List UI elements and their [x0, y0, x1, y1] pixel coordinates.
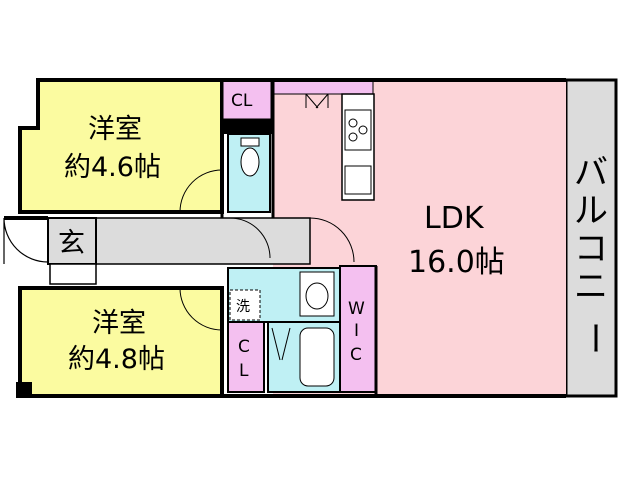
washing-machine-space: [229, 289, 261, 321]
western-room-2-area: [18, 286, 224, 398]
entrance-area: [47, 217, 97, 265]
door-swing: [179, 169, 223, 213]
entrance-step: [49, 263, 97, 285]
bath-door-icon: [271, 327, 291, 361]
door-swing: [179, 287, 223, 331]
door-swing: [309, 217, 355, 263]
wic-w: W: [348, 299, 365, 319]
corridor-area: [95, 217, 311, 265]
western-room-2-name: 洋室: [92, 308, 146, 339]
kitchen-top-strip: [272, 79, 374, 95]
toilet-bowl-icon: [240, 147, 260, 177]
bathtub-icon: [299, 327, 335, 387]
closet-top-label: CL: [231, 91, 253, 111]
western-room-1-size: 約4.6帖: [64, 152, 161, 183]
wic-i: I: [354, 321, 359, 341]
sink: [344, 165, 372, 195]
outer-wall: [20, 78, 566, 398]
closet-bottom-area: [227, 321, 265, 393]
western-room-1-name: 洋室: [88, 114, 142, 145]
toilet-tank-icon: [240, 137, 260, 147]
closet-top-wall: [222, 120, 272, 134]
front-door-swing: [3, 217, 49, 264]
balcony-char-1: バ: [574, 153, 608, 193]
washing-label: 洗: [236, 299, 250, 315]
balcony-char-3: コ: [574, 229, 608, 269]
western-room-1-area: [18, 78, 224, 214]
wic-c: C: [350, 345, 362, 365]
door-swing: [229, 217, 271, 259]
balcony-char-2: ル: [574, 191, 608, 231]
balcony-char-4: ニ: [574, 267, 608, 307]
closet-bottom-l: L: [239, 361, 249, 381]
entrance-label: 玄: [58, 228, 85, 259]
closet-top-area: [220, 78, 274, 122]
burner-icon: [348, 132, 358, 142]
ldk-size: 16.0帖: [408, 245, 505, 280]
closet-bottom-c: C: [238, 337, 250, 357]
balcony-char-5: ー: [574, 321, 614, 355]
basin-bowl-icon: [305, 282, 329, 310]
western-room-2-size: 約4.8帖: [68, 344, 165, 375]
front-door-leaf: [4, 216, 48, 220]
burner-icon: [348, 118, 358, 128]
cabinet-door-icon: [305, 93, 329, 109]
burner-icon: [358, 125, 368, 135]
ldk-name: LDK: [424, 201, 485, 236]
